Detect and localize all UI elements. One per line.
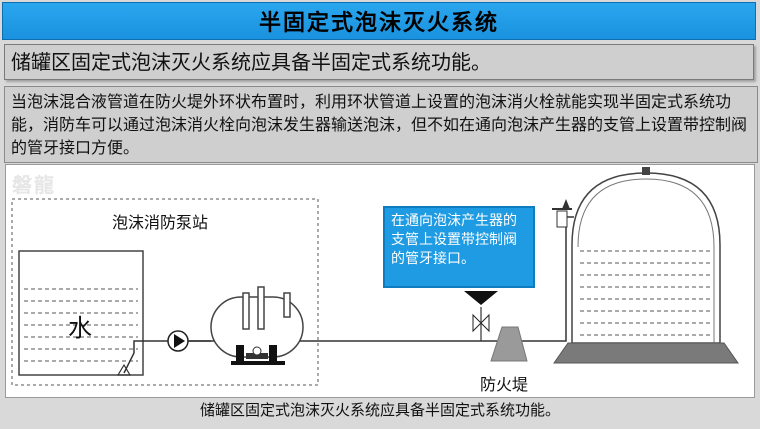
drain-valve <box>246 353 268 359</box>
tank-liquid-lines <box>580 250 712 336</box>
foam-tank-leg <box>269 345 277 363</box>
system-diagram: 磐龍 泡沫消防泵站 水 在通向泡沫产生器的支管上设置带控制阀的管牙接口。 防火堤 <box>5 164 755 398</box>
diagram-drawing <box>11 167 739 386</box>
water-level-lines <box>24 288 138 362</box>
foam-generator <box>556 210 568 228</box>
tank-pipe <box>242 292 250 330</box>
tank-pipe <box>283 292 291 318</box>
storage-tank <box>571 172 721 344</box>
pump-arrow-icon <box>174 334 185 348</box>
callout-box: 在通向泡沫产生器的支管上设置带控制阀的管牙接口。 <box>383 206 535 288</box>
pump-station-label: 泡沫消防泵站 <box>112 213 209 232</box>
callout-pointer <box>464 291 498 305</box>
water-label: 水 <box>68 314 92 342</box>
foam-tank-base <box>231 361 285 365</box>
fire-dike <box>490 326 528 362</box>
watermark: 磐龍 <box>12 173 56 197</box>
fire-dike-label: 防火堤 <box>480 375 529 394</box>
page-title: 半固定式泡沫灭火系统 <box>2 2 756 40</box>
main-pipe <box>188 216 574 342</box>
drain-valve-knob <box>252 346 262 356</box>
tank-foundation <box>553 342 739 364</box>
tank-vent <box>642 167 650 175</box>
pump-station-border <box>11 198 319 386</box>
foam-tank-leg <box>236 345 244 363</box>
subtitle: 储罐区固定式泡沫灭火系统应具备半固定式系统功能。 <box>4 44 754 80</box>
foot-valve <box>116 363 132 376</box>
tank-pipe <box>257 286 265 330</box>
caption: 储罐区固定式泡沫灭火系统应具备半固定式系统功能。 <box>199 401 560 419</box>
description-text: 当泡沫混合液管道在防火堤外环状布置时，利用环状管道上设置的泡沫消火栓就能实现半固… <box>4 86 758 163</box>
